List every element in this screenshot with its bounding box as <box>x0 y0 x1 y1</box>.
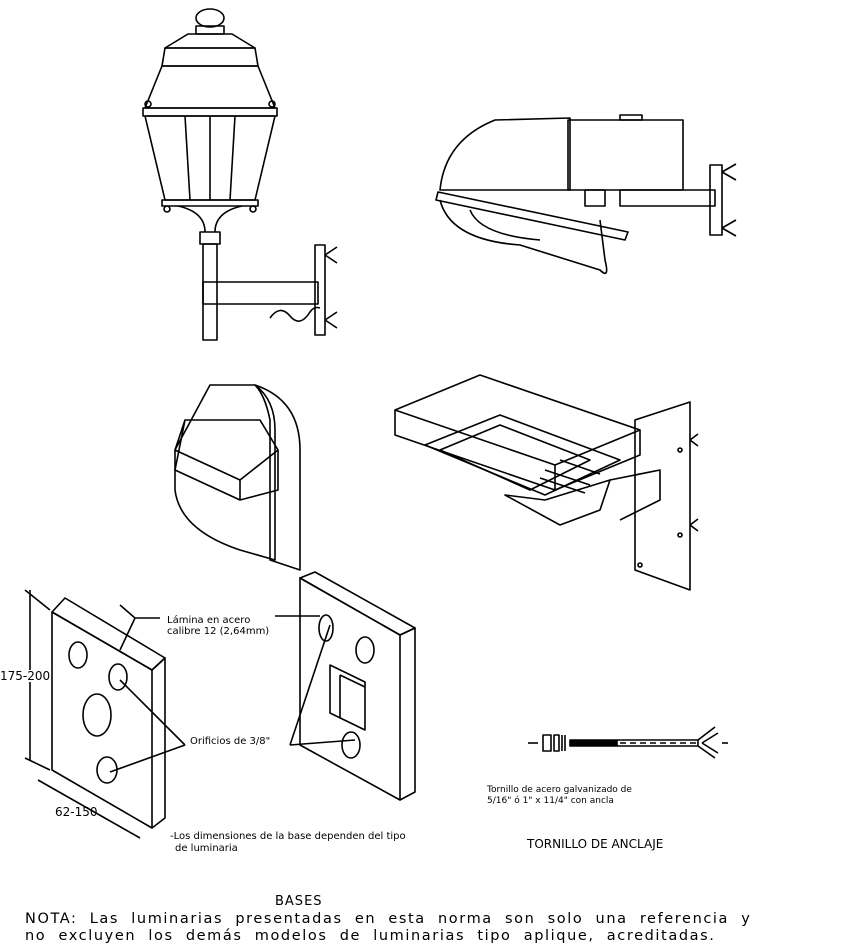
note-line-1: NOTA: Las luminarias presentadas en esta… <box>25 911 752 927</box>
bolt-description: Tornillo de acero galvanizado de <box>487 785 632 795</box>
cobra-luminaire <box>435 114 737 275</box>
section-title: BASES <box>275 894 323 909</box>
dimensions-note-cont: de luminaria <box>175 843 238 854</box>
dimensions-note: -Los dimensiones de la base dependen del… <box>170 831 406 842</box>
note-line-2: no excluyen los demás modelos de luminar… <box>25 928 716 944</box>
base-plate-right <box>275 571 416 801</box>
bolt-description-cont: 5/16" ó 1" x 11/4" con ancla <box>487 796 614 806</box>
box-luminaire <box>394 374 699 591</box>
height-dimension: 175-200 <box>0 669 51 683</box>
lantern-luminaire <box>142 8 338 341</box>
material-gauge-label: calibre 12 (2,64mm) <box>167 626 270 637</box>
holes-label: Orificios de 3/8" <box>190 736 271 747</box>
base-plate-left <box>24 589 186 839</box>
bolt-title: TORNILLO DE ANCLAJE <box>527 837 664 851</box>
wall-pack-luminaire <box>174 384 301 571</box>
anchor-bolt <box>528 726 728 759</box>
width-dimension: 62-150 <box>55 805 98 819</box>
material-label: Lámina en acero <box>167 615 251 626</box>
